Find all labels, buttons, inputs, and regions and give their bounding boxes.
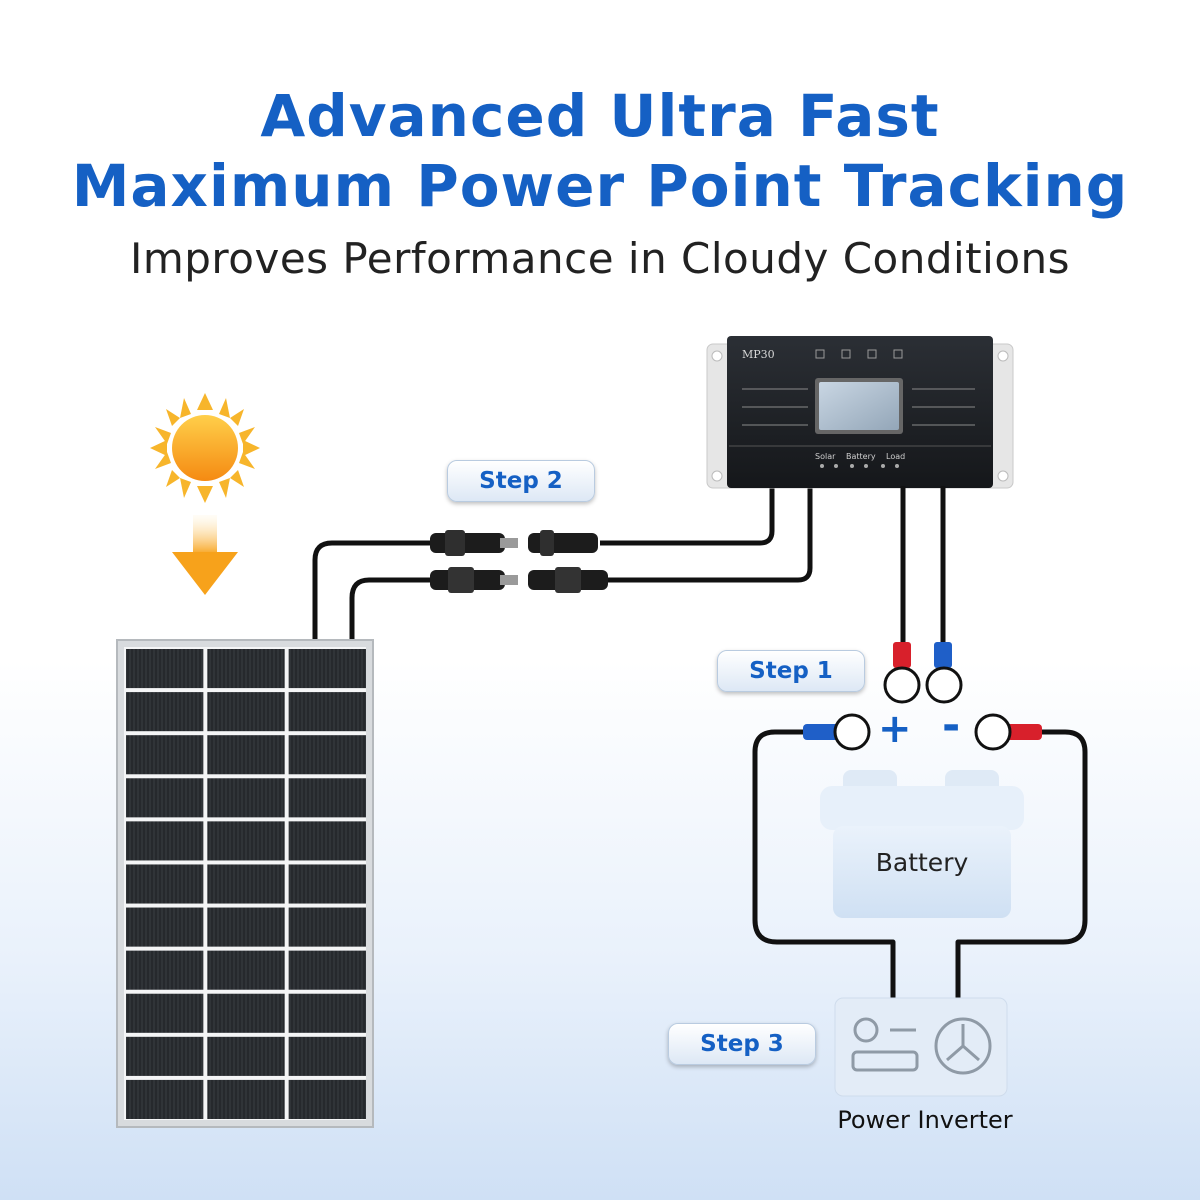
subtitle: Improves Performance in Cloudy Condition…	[129, 234, 1071, 283]
step-2-badge: Step 2	[447, 460, 595, 502]
sun-icon	[150, 393, 260, 503]
power-inverter-icon	[834, 997, 1008, 1097]
solar-cell	[207, 1036, 285, 1076]
solar-cell	[288, 821, 366, 861]
solar-cell	[126, 1079, 204, 1119]
solar-cell	[207, 864, 285, 904]
battery-label: Battery	[875, 848, 969, 877]
solar-cell	[207, 649, 285, 689]
controller-battery-label: Battery	[846, 452, 876, 461]
solar-input-wires	[312, 486, 813, 640]
solar-cell	[288, 993, 366, 1033]
negative-terminal-sign: -	[942, 700, 961, 751]
title-line-2: Maximum Power Point Tracking	[71, 152, 1129, 220]
solar-cell	[288, 950, 366, 990]
mc4-connector-upper	[430, 530, 598, 556]
power-inverter-label: Power Inverter	[837, 1106, 1013, 1134]
solar-cell	[126, 950, 204, 990]
solar-cell	[207, 993, 285, 1033]
solar-cell	[126, 864, 204, 904]
solar-cell	[288, 907, 366, 947]
battery-lug-left	[803, 713, 871, 751]
solar-cell	[126, 778, 204, 818]
solar-cell	[288, 1036, 366, 1076]
controller-solar-label: Solar	[815, 452, 836, 461]
solar-cell	[288, 692, 366, 732]
solar-cell	[207, 821, 285, 861]
solar-cell	[207, 735, 285, 775]
solar-cell	[126, 993, 204, 1033]
mc4-connector-lower	[430, 567, 608, 593]
solar-cell	[288, 1079, 366, 1119]
ring-terminal-positive	[883, 642, 921, 704]
battery-icon	[820, 770, 1024, 918]
title-line-1: Advanced Ultra Fast	[260, 82, 940, 150]
solar-cell	[288, 649, 366, 689]
inverter-wires	[752, 729, 1088, 1000]
controller-model-label: MP30	[742, 348, 775, 361]
solar-cell	[288, 778, 366, 818]
sunlight-arrow-icon	[172, 515, 238, 595]
solar-cell	[288, 864, 366, 904]
solar-cell	[207, 1079, 285, 1119]
solar-cell	[207, 907, 285, 947]
solar-cell	[126, 649, 204, 689]
solar-cell	[288, 735, 366, 775]
solar-cell	[126, 692, 204, 732]
solar-panel	[116, 639, 374, 1128]
solar-cell	[126, 1036, 204, 1076]
charge-controller	[706, 336, 1014, 489]
ring-terminal-negative	[925, 642, 963, 704]
battery-lug-right	[974, 713, 1042, 751]
positive-terminal-sign: +	[878, 706, 912, 752]
controller-load-label: Load	[886, 452, 906, 461]
solar-cell	[207, 950, 285, 990]
battery-output-wires	[900, 486, 946, 648]
solar-cell	[207, 778, 285, 818]
solar-cell	[126, 735, 204, 775]
step-3-badge: Step 3	[668, 1023, 816, 1065]
step-1-badge: Step 1	[717, 650, 865, 692]
solar-cell	[126, 821, 204, 861]
solar-cell	[207, 692, 285, 732]
solar-cell	[126, 907, 204, 947]
